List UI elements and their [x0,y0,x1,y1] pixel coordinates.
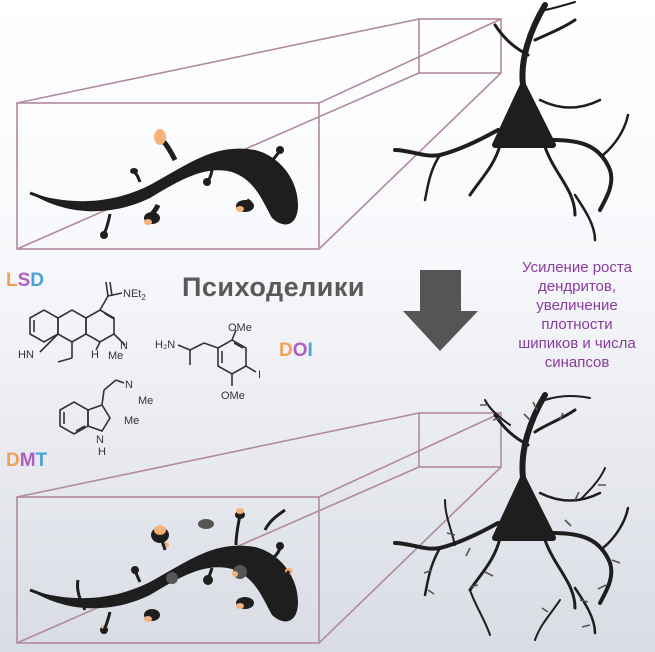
effect-line: Усиление роста [522,259,632,276]
lsd-h-label: H [91,349,99,361]
drug-label-dmt: DMT [6,450,48,471]
neuron-after-extra-spines [423,401,621,628]
effect-description: Усиление роста дендритов, увеличение пло… [498,258,655,372]
dendrite-before [29,129,298,239]
down-arrow [403,270,478,351]
effect-line: плотности [541,316,613,333]
drug-label-doi: DOI [279,340,313,361]
dmt-n2-label: N [96,434,104,446]
effect-line: увеличение [536,297,618,314]
doi-ome-bottom-label: OMe [221,390,245,402]
drug-label-lsd: LSD [6,270,45,291]
lsd-hn-label: HN [18,349,34,361]
bottom-zoom-box [16,412,502,644]
dmt-structure [59,379,125,435]
lsd-structure [29,281,126,363]
doi-ome-top-label: OMe [228,322,252,334]
neuron-after [393,392,630,641]
diagram-title: Психоделики [182,272,366,302]
dendrite-after [29,508,298,634]
lsd-me-label: Me [108,350,123,362]
neuron-before [393,1,630,242]
effect-line: шипиков и числа [518,335,636,352]
lsd-n-label: N [120,340,128,352]
effect-line: синапсов [544,354,610,371]
doi-h2n-label: H₂N [155,339,175,351]
dmt-h-label: H [98,446,106,458]
dmt-me1-label: Me [138,395,153,407]
dmt-me2-label: Me [124,415,139,427]
effect-line: дендритов, [537,278,617,295]
dmt-n-label: N [125,379,133,391]
lsd-amide-label: NEt2 [123,288,146,302]
top-zoom-box [16,18,502,250]
doi-structure [177,329,257,386]
doi-i-label: I [258,369,261,381]
